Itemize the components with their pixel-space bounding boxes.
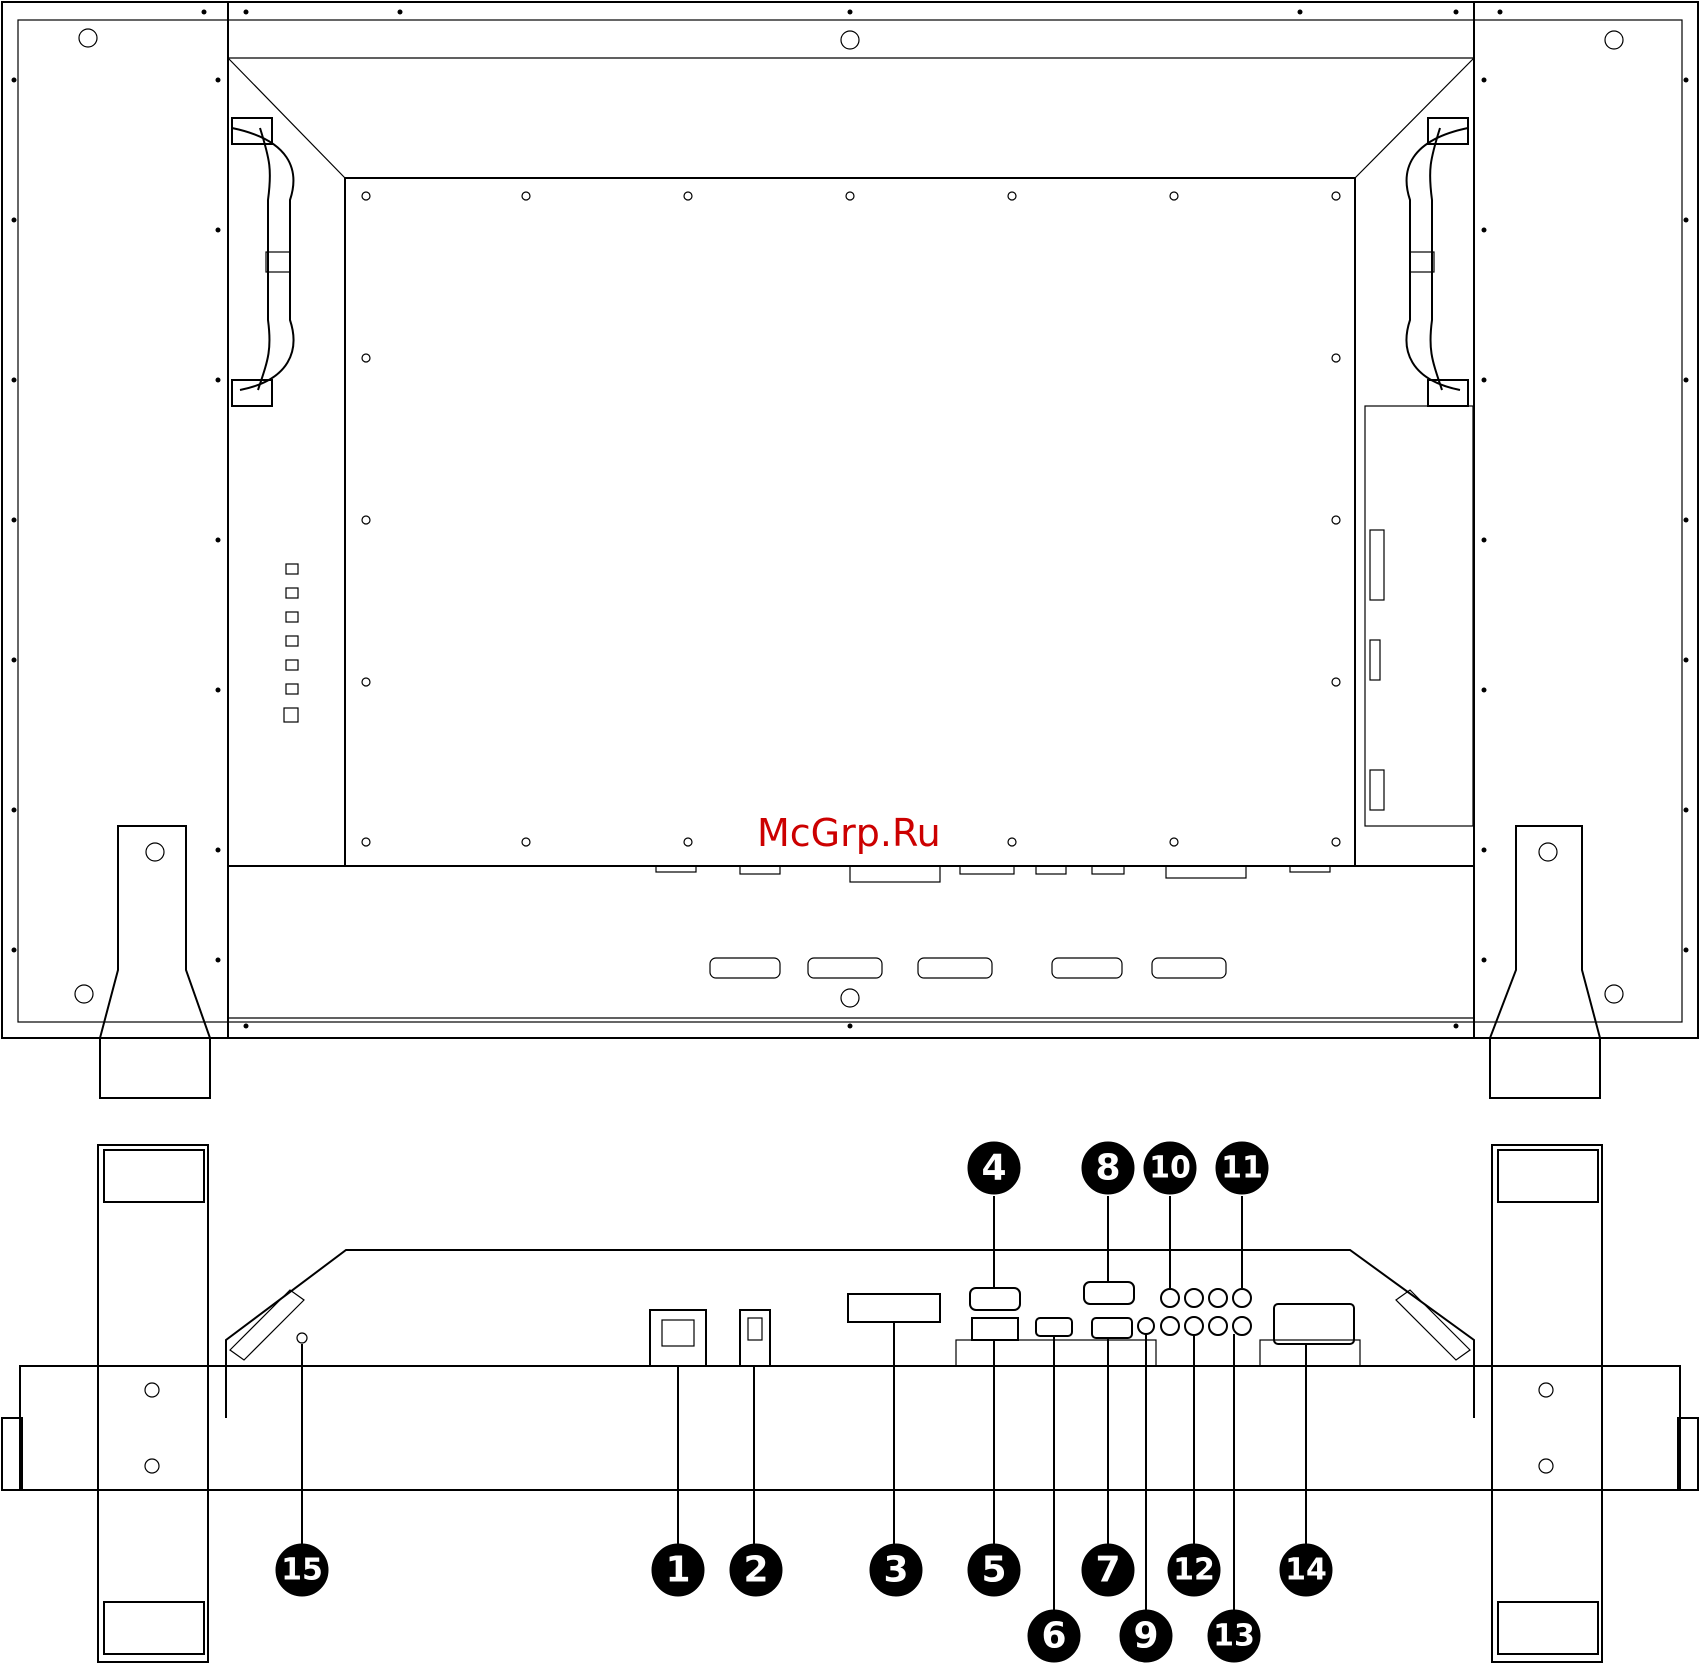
center-panel bbox=[345, 178, 1355, 866]
right-leg-top bbox=[1490, 826, 1600, 1098]
rca-jack-1 bbox=[1161, 1289, 1179, 1307]
svg-text:4: 4 bbox=[981, 1148, 1006, 1189]
dvi-port bbox=[972, 1318, 1018, 1340]
callout-12: 12 bbox=[1168, 1544, 1220, 1596]
panel-screws bbox=[362, 192, 1340, 846]
svg-text:6: 6 bbox=[1041, 1616, 1066, 1657]
chassis-profile bbox=[226, 1250, 1474, 1418]
callout-10: 10 bbox=[1144, 1142, 1196, 1194]
callouts: 1 2 3 4 5 6 7 8 9 10 11 12 13 14 15 bbox=[276, 1142, 1332, 1662]
screws-large bbox=[75, 29, 1623, 1007]
side-keys bbox=[284, 564, 298, 722]
callout-15: 15 bbox=[276, 1544, 328, 1596]
rear-view: McGrp.Ru bbox=[2, 2, 1698, 1098]
svg-text:3: 3 bbox=[883, 1550, 908, 1591]
callout-11: 11 bbox=[1216, 1142, 1268, 1194]
rca-jack-5 bbox=[1161, 1317, 1179, 1335]
callout-14: 14 bbox=[1280, 1544, 1332, 1596]
rca-jack-2 bbox=[1185, 1289, 1203, 1307]
kensington-slot bbox=[297, 1333, 307, 1343]
watermark: McGrp.Ru bbox=[757, 811, 941, 855]
rca-jack-4 bbox=[1233, 1289, 1251, 1307]
scart-port bbox=[1274, 1304, 1354, 1344]
svg-text:8: 8 bbox=[1095, 1148, 1120, 1189]
svg-text:2: 2 bbox=[743, 1550, 768, 1591]
svg-text:13: 13 bbox=[1213, 1619, 1255, 1654]
rca-jack-8 bbox=[1233, 1317, 1251, 1335]
rs232-port bbox=[1036, 1318, 1072, 1336]
callout-5: 5 bbox=[968, 1544, 1020, 1596]
mount-brackets bbox=[710, 958, 1226, 978]
svg-text:14: 14 bbox=[1285, 1553, 1327, 1588]
callout-9: 9 bbox=[1120, 1610, 1172, 1662]
rca-jack-6 bbox=[1185, 1317, 1203, 1335]
svg-text:5: 5 bbox=[981, 1550, 1006, 1591]
power-inlet bbox=[650, 1310, 706, 1366]
rca-jack-3 bbox=[1209, 1289, 1227, 1307]
svg-text:15: 15 bbox=[281, 1553, 323, 1588]
vga-in-port bbox=[970, 1288, 1020, 1310]
callout-1: 1 bbox=[652, 1544, 704, 1596]
vga-out-port bbox=[1092, 1318, 1132, 1338]
svg-text:7: 7 bbox=[1095, 1550, 1120, 1591]
base-bar bbox=[20, 1366, 1680, 1490]
svg-text:1: 1 bbox=[665, 1550, 690, 1591]
rca-jack-7 bbox=[1209, 1317, 1227, 1335]
callout-3: 3 bbox=[870, 1544, 922, 1596]
right-leg bbox=[1492, 1145, 1602, 1662]
left-handle bbox=[232, 118, 293, 406]
callout-8: 8 bbox=[1082, 1142, 1134, 1194]
video-port bbox=[1084, 1282, 1134, 1304]
callout-13: 13 bbox=[1208, 1610, 1260, 1662]
svg-text:9: 9 bbox=[1133, 1616, 1158, 1657]
left-leg bbox=[98, 1145, 208, 1662]
callout-2: 2 bbox=[730, 1544, 782, 1596]
svg-text:12: 12 bbox=[1173, 1553, 1215, 1588]
svg-text:10: 10 bbox=[1149, 1151, 1191, 1186]
connector-panel bbox=[297, 1282, 1360, 1366]
bottom-view: 1 2 3 4 5 6 7 8 9 10 11 12 13 14 15 bbox=[2, 1142, 1698, 1662]
audio-jack bbox=[1138, 1318, 1154, 1334]
callout-6: 6 bbox=[1028, 1610, 1080, 1662]
left-leg-top bbox=[100, 826, 210, 1098]
right-handle bbox=[1407, 118, 1468, 406]
leader-lines bbox=[302, 1196, 1306, 1624]
callout-4: 4 bbox=[968, 1142, 1020, 1194]
speaker-terminals bbox=[848, 1294, 940, 1322]
svg-text:11: 11 bbox=[1221, 1151, 1263, 1186]
callout-7: 7 bbox=[1082, 1544, 1134, 1596]
connector-strip-top bbox=[656, 866, 1330, 882]
side-connector-box bbox=[1365, 406, 1473, 826]
